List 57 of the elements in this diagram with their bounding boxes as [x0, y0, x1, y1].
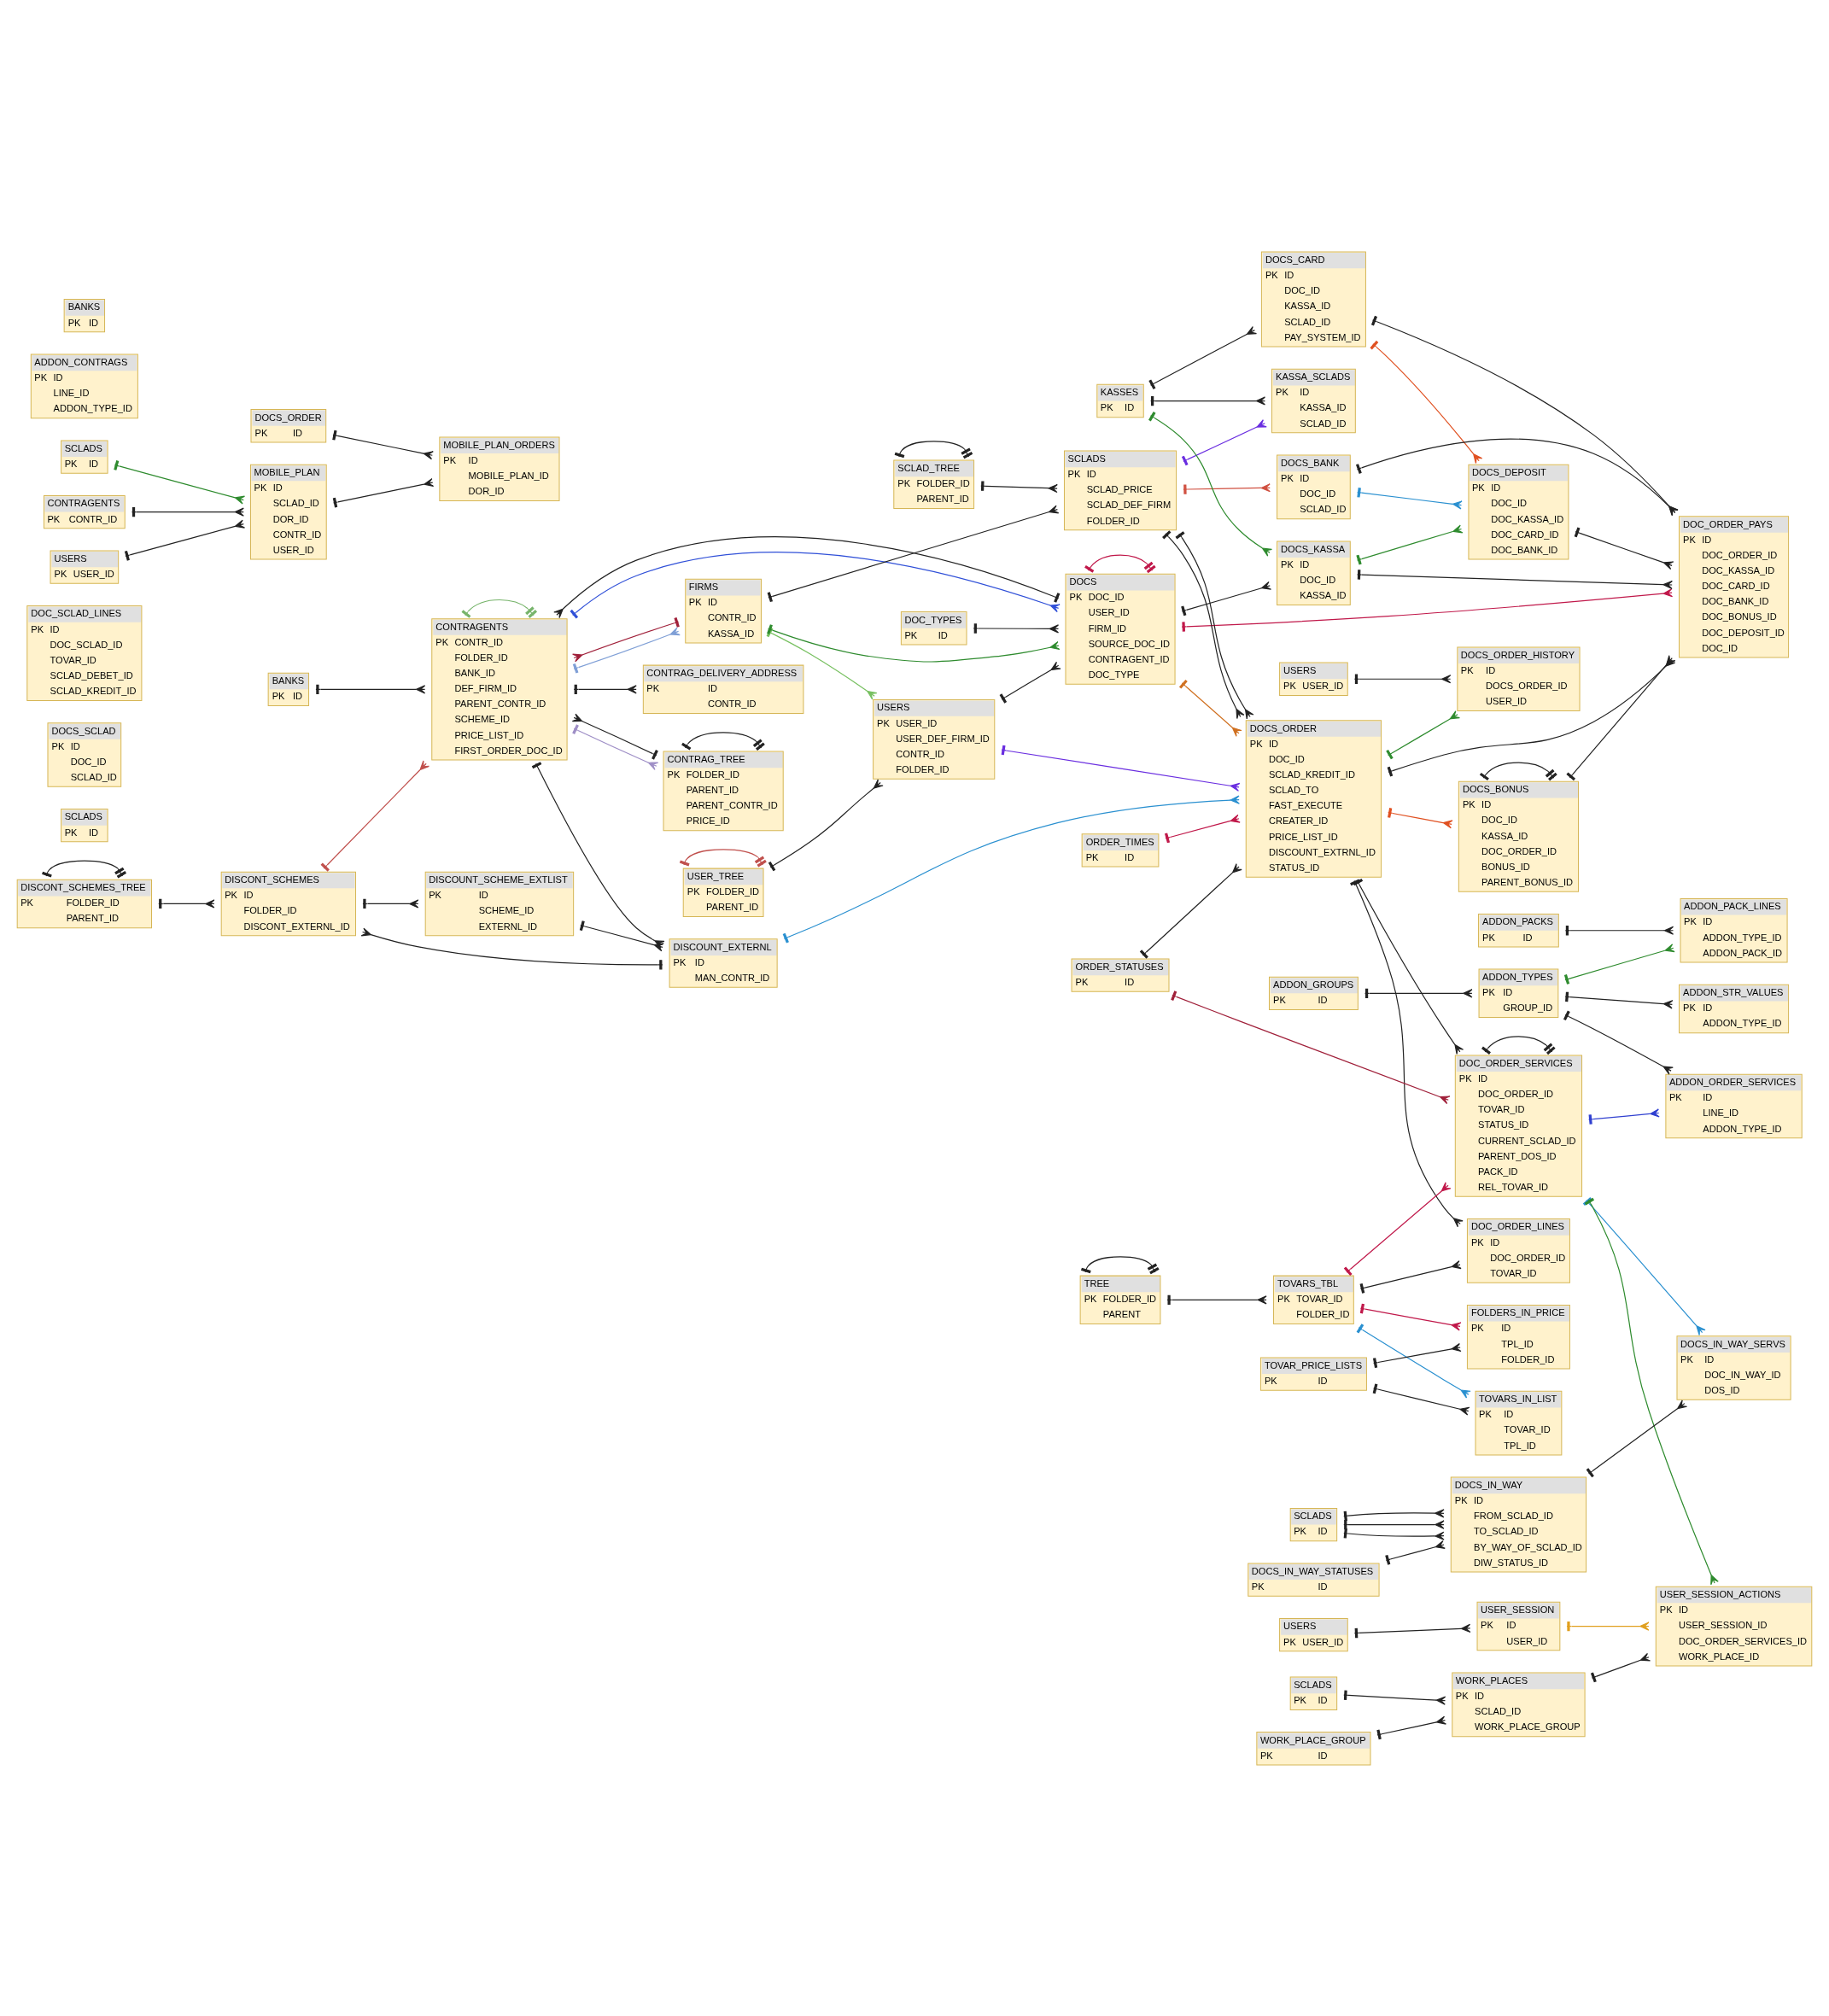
connector — [980, 480, 1058, 493]
connector — [1357, 487, 1463, 510]
connector — [1181, 581, 1272, 616]
connector — [1370, 340, 1483, 464]
connector — [681, 731, 765, 751]
connector — [1372, 1382, 1470, 1416]
connector — [1586, 1399, 1688, 1477]
connector — [320, 759, 429, 872]
connector — [1356, 524, 1464, 564]
connector — [572, 627, 681, 674]
connector — [894, 440, 973, 459]
connector — [1563, 1010, 1674, 1075]
connector — [114, 459, 246, 505]
connector — [1181, 418, 1267, 465]
connector — [571, 713, 658, 760]
connector — [1001, 745, 1241, 792]
connector — [1574, 527, 1674, 570]
connector — [1343, 1181, 1452, 1276]
connector — [1181, 587, 1674, 632]
connector — [1588, 1107, 1660, 1125]
connector — [332, 429, 434, 459]
connector — [42, 859, 127, 879]
connector — [1356, 1323, 1471, 1399]
connector — [1175, 530, 1254, 720]
connector — [1080, 1255, 1160, 1274]
connector — [572, 616, 680, 662]
connector — [461, 599, 538, 618]
connector — [767, 505, 1060, 602]
connector — [1370, 315, 1679, 516]
connector — [1084, 553, 1156, 573]
connector — [1590, 1652, 1651, 1682]
connector — [1355, 438, 1679, 516]
connector — [553, 535, 1061, 618]
connector — [1183, 482, 1271, 494]
connector — [1359, 1259, 1462, 1294]
connector — [1481, 1035, 1556, 1055]
connector — [1139, 862, 1242, 959]
connector — [1376, 1715, 1446, 1739]
connector — [1372, 1342, 1462, 1368]
connector — [1479, 761, 1557, 780]
connector — [999, 661, 1061, 704]
connector — [1148, 411, 1273, 557]
connector — [1359, 1303, 1462, 1330]
connector — [679, 848, 767, 867]
connector — [1563, 943, 1675, 985]
connector — [124, 519, 246, 561]
connector — [1385, 1540, 1446, 1565]
connector — [768, 778, 884, 871]
connector — [1148, 325, 1258, 389]
connector — [1178, 679, 1242, 737]
connector — [782, 794, 1240, 943]
connector — [332, 477, 435, 507]
connector — [1388, 807, 1453, 828]
connector — [570, 551, 1061, 619]
connector — [572, 723, 659, 770]
connector — [1386, 710, 1460, 759]
connector — [1165, 814, 1241, 843]
